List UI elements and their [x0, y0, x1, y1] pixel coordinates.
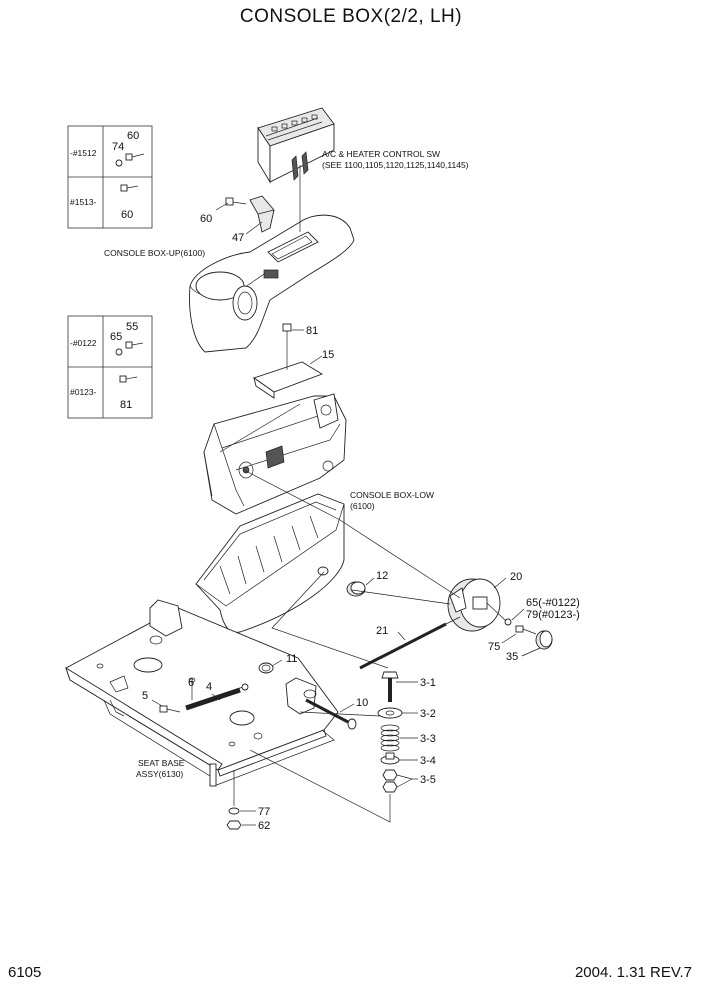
part-callout: 81: [120, 399, 132, 411]
bolt-part: [215, 197, 247, 211]
part-callout-10: 10: [356, 697, 368, 709]
part-callout-65: 65(-#0122): [526, 597, 580, 609]
part-callout: 60: [127, 130, 139, 142]
bolt-part: [515, 625, 537, 635]
serial-range-label: -#0122: [70, 338, 97, 348]
serial-table-2: -#0122 #0123- 65 55 81: [67, 315, 153, 419]
ring-part: [258, 659, 283, 674]
part-callout-77: 77: [258, 806, 270, 818]
ac-switch-note: (SEE 1100,1105,1120,1125,1140,1145): [322, 160, 469, 170]
console-box-frame: [203, 393, 347, 515]
knob-part: [249, 195, 275, 233]
page-title: CONSOLE BOX(2/2, LH): [239, 6, 463, 27]
bolt-head-icon: [125, 153, 133, 161]
part-callout-60: 60: [200, 213, 212, 225]
part-callout-15: 15: [322, 349, 334, 361]
part-callout-81: 81: [306, 325, 318, 337]
part-callout-6: 6: [188, 677, 194, 689]
housing-part: [447, 577, 507, 632]
part-callout-62: 62: [258, 820, 270, 832]
washer-3-2: [377, 707, 418, 719]
part-callout-4: 4: [206, 681, 212, 693]
nut-part: [226, 820, 242, 830]
serial-range-label: #1513-: [70, 197, 97, 207]
part-callout-35: 35: [506, 651, 518, 663]
bolt-head-icon: [125, 341, 133, 349]
part-callout-3-3: 3-3: [420, 733, 436, 745]
part-callout-79: 79(#0123-): [526, 609, 580, 621]
part-callout: 74: [112, 141, 124, 153]
serial-table-1: -#1512 #1513- 74 60 60: [67, 125, 153, 229]
serial-range-label: #0123-: [70, 387, 97, 397]
bolt-part: [282, 323, 304, 346]
seat-base-note: SEAT BASE: [138, 758, 185, 768]
bolt-part: [159, 705, 181, 713]
part-callout-3-4: 3-4: [420, 755, 436, 767]
page-number: 6105: [8, 964, 42, 981]
part-callout-11: 11: [286, 653, 297, 665]
part-callout-3-1: 3-1: [420, 677, 436, 689]
washer-icon: [115, 159, 123, 167]
ac-switch-note: A/C & HEATER CONTROL SW: [322, 149, 440, 159]
seat-base-note: ASSY(6130): [136, 769, 183, 779]
washer-3-4: [380, 752, 418, 765]
part-callout: 55: [126, 321, 138, 333]
nut-3-5: [382, 769, 418, 793]
part-callout-5: 5: [142, 690, 148, 702]
part-callout-20: 20: [510, 571, 522, 583]
washer-part: [504, 618, 512, 626]
part-callout-3-2: 3-2: [420, 708, 436, 720]
ac-heater-control-switch: [257, 107, 335, 208]
assembly-lines: [219, 403, 507, 823]
console-low-note: (6100): [350, 501, 375, 511]
washer-icon: [115, 348, 123, 356]
cap-part: [346, 577, 375, 597]
revision-date: 2004. 1.31 REV.7: [574, 964, 692, 981]
cap-part: [535, 630, 553, 650]
bolt-head-icon: [119, 375, 127, 383]
washer-part: [228, 807, 240, 815]
part-callout: 60: [121, 209, 133, 221]
damper-part: [185, 683, 249, 711]
part-callout-21: 21: [376, 625, 388, 637]
spring-3-3: [380, 724, 418, 752]
part-callout-75: 75: [488, 641, 500, 653]
console-box-upper: [189, 208, 355, 353]
serial-range-label: -#1512: [70, 148, 97, 158]
bracket-part: [253, 355, 324, 399]
console-low-note: CONSOLE BOX-LOW: [350, 490, 434, 500]
seat-base-plate: [65, 599, 339, 787]
part-callout-47: 47: [232, 232, 244, 244]
part-callout-12: 12: [376, 570, 388, 582]
part-callout: 65: [110, 331, 122, 343]
bolt-head-icon: [120, 184, 128, 192]
console-up-note: CONSOLE BOX-UP(6100): [104, 248, 205, 258]
rod-part: [359, 616, 461, 670]
bolt-part: [305, 698, 357, 730]
console-box-lower: [195, 493, 345, 633]
bolt-3-1: [381, 671, 418, 702]
part-callout-3-5: 3-5: [420, 774, 436, 786]
